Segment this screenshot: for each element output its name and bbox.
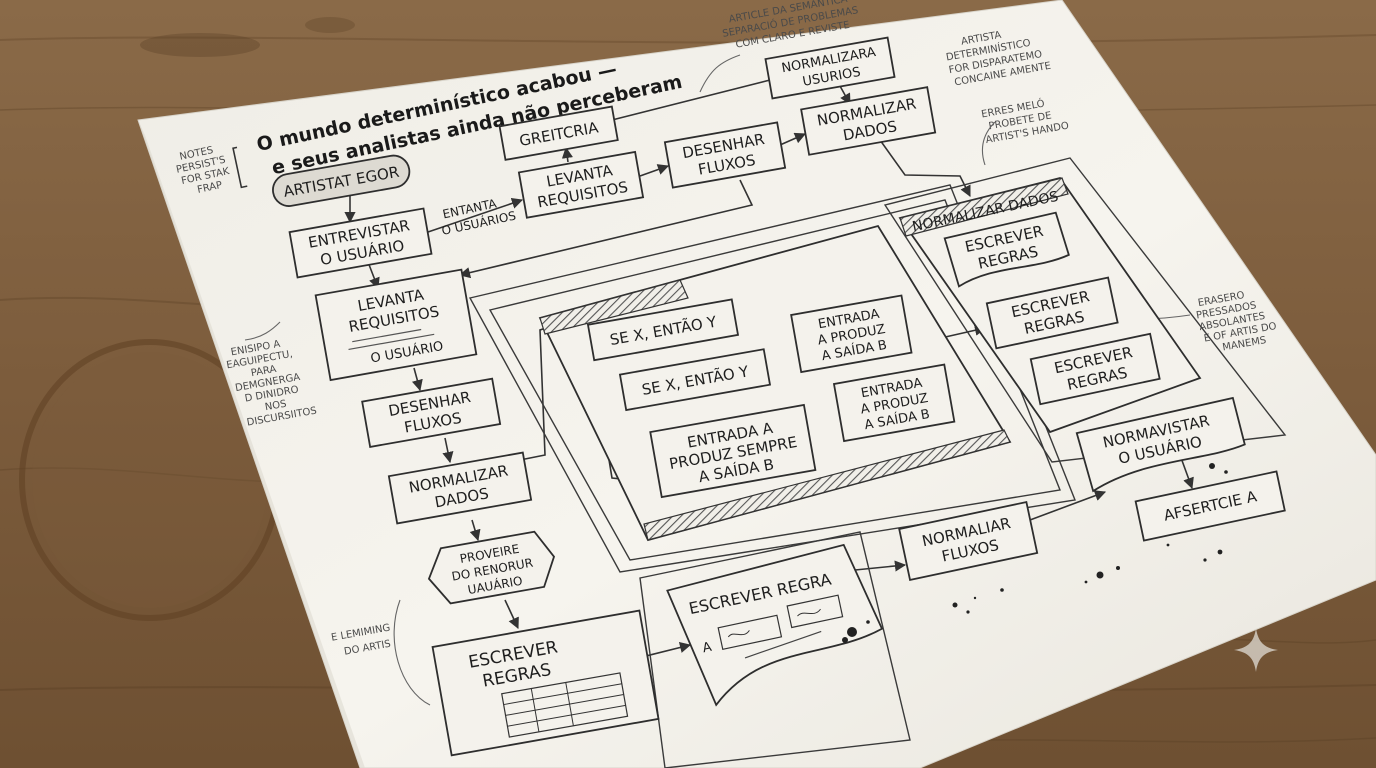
box-escrever-r2: ESCREVER REGRAS <box>985 276 1119 350</box>
box-proveire: PROVEIRE DO RENORUR UAUÁRIO <box>427 530 556 605</box>
box-normaliar-fluxos: NORMALIAR FLUXOS <box>898 500 1039 581</box>
box-se-x-2: SE X, ENTÃO Y <box>618 348 772 412</box>
box-escrever-regra: ESCREVER REGRA A <box>666 543 884 707</box>
box-entrada-1: ENTRADA A PRODUZ A SAÍDA B <box>790 294 913 374</box>
box-normalizar-mid: NORMALIZAR DADOS <box>387 451 533 525</box>
box-desenhar-top: DESENHAR FLUXOS <box>663 121 787 189</box>
mini-card-2 <box>786 594 844 629</box>
table-sketch <box>501 672 629 738</box>
mini-card-1 <box>717 614 783 651</box>
box-escrever-r3: ESCREVER REGRAS <box>1029 332 1161 406</box>
box-escrever-regra-a-label: A <box>701 640 713 657</box>
sparkle-icon <box>1234 628 1278 672</box>
box-levanta-mid: LEVANTA REQUISITOS O USUÁRIO <box>314 268 478 382</box>
box-entrada-3: ENTRADA A PRODUZ SEMPRE A SAÍDA B <box>649 403 817 499</box>
box-escrever-bottom: ESCREVER REGRAS <box>431 609 660 757</box>
outer-frame <box>468 184 1076 573</box>
note-left-top-4: FRAP <box>196 180 223 196</box>
box-escrever-r1: ESCREVER REGRAS <box>943 211 1070 288</box>
box-levanta-top: LEVANTA REQUISITOS <box>517 150 645 219</box>
note-left-top: NOTES PERSIST'S FOR STAK FRAP <box>175 145 231 196</box>
note-left-mid-3: PARA <box>250 364 277 379</box>
ink-splatter <box>842 463 1228 643</box>
box-afsertcie: AFSERTCIE A <box>1134 470 1286 542</box>
note-right-mid: ERRES MELÓ PROBETE DE ARTIST'S HANDO <box>980 96 1070 146</box>
box-entrada-2: ENTRADA A PRODUZ A SAÍDA B <box>832 363 956 443</box>
box-greitcria: GREITCRIA <box>498 105 619 161</box>
note-left-mid-6: NOS <box>264 399 287 414</box>
